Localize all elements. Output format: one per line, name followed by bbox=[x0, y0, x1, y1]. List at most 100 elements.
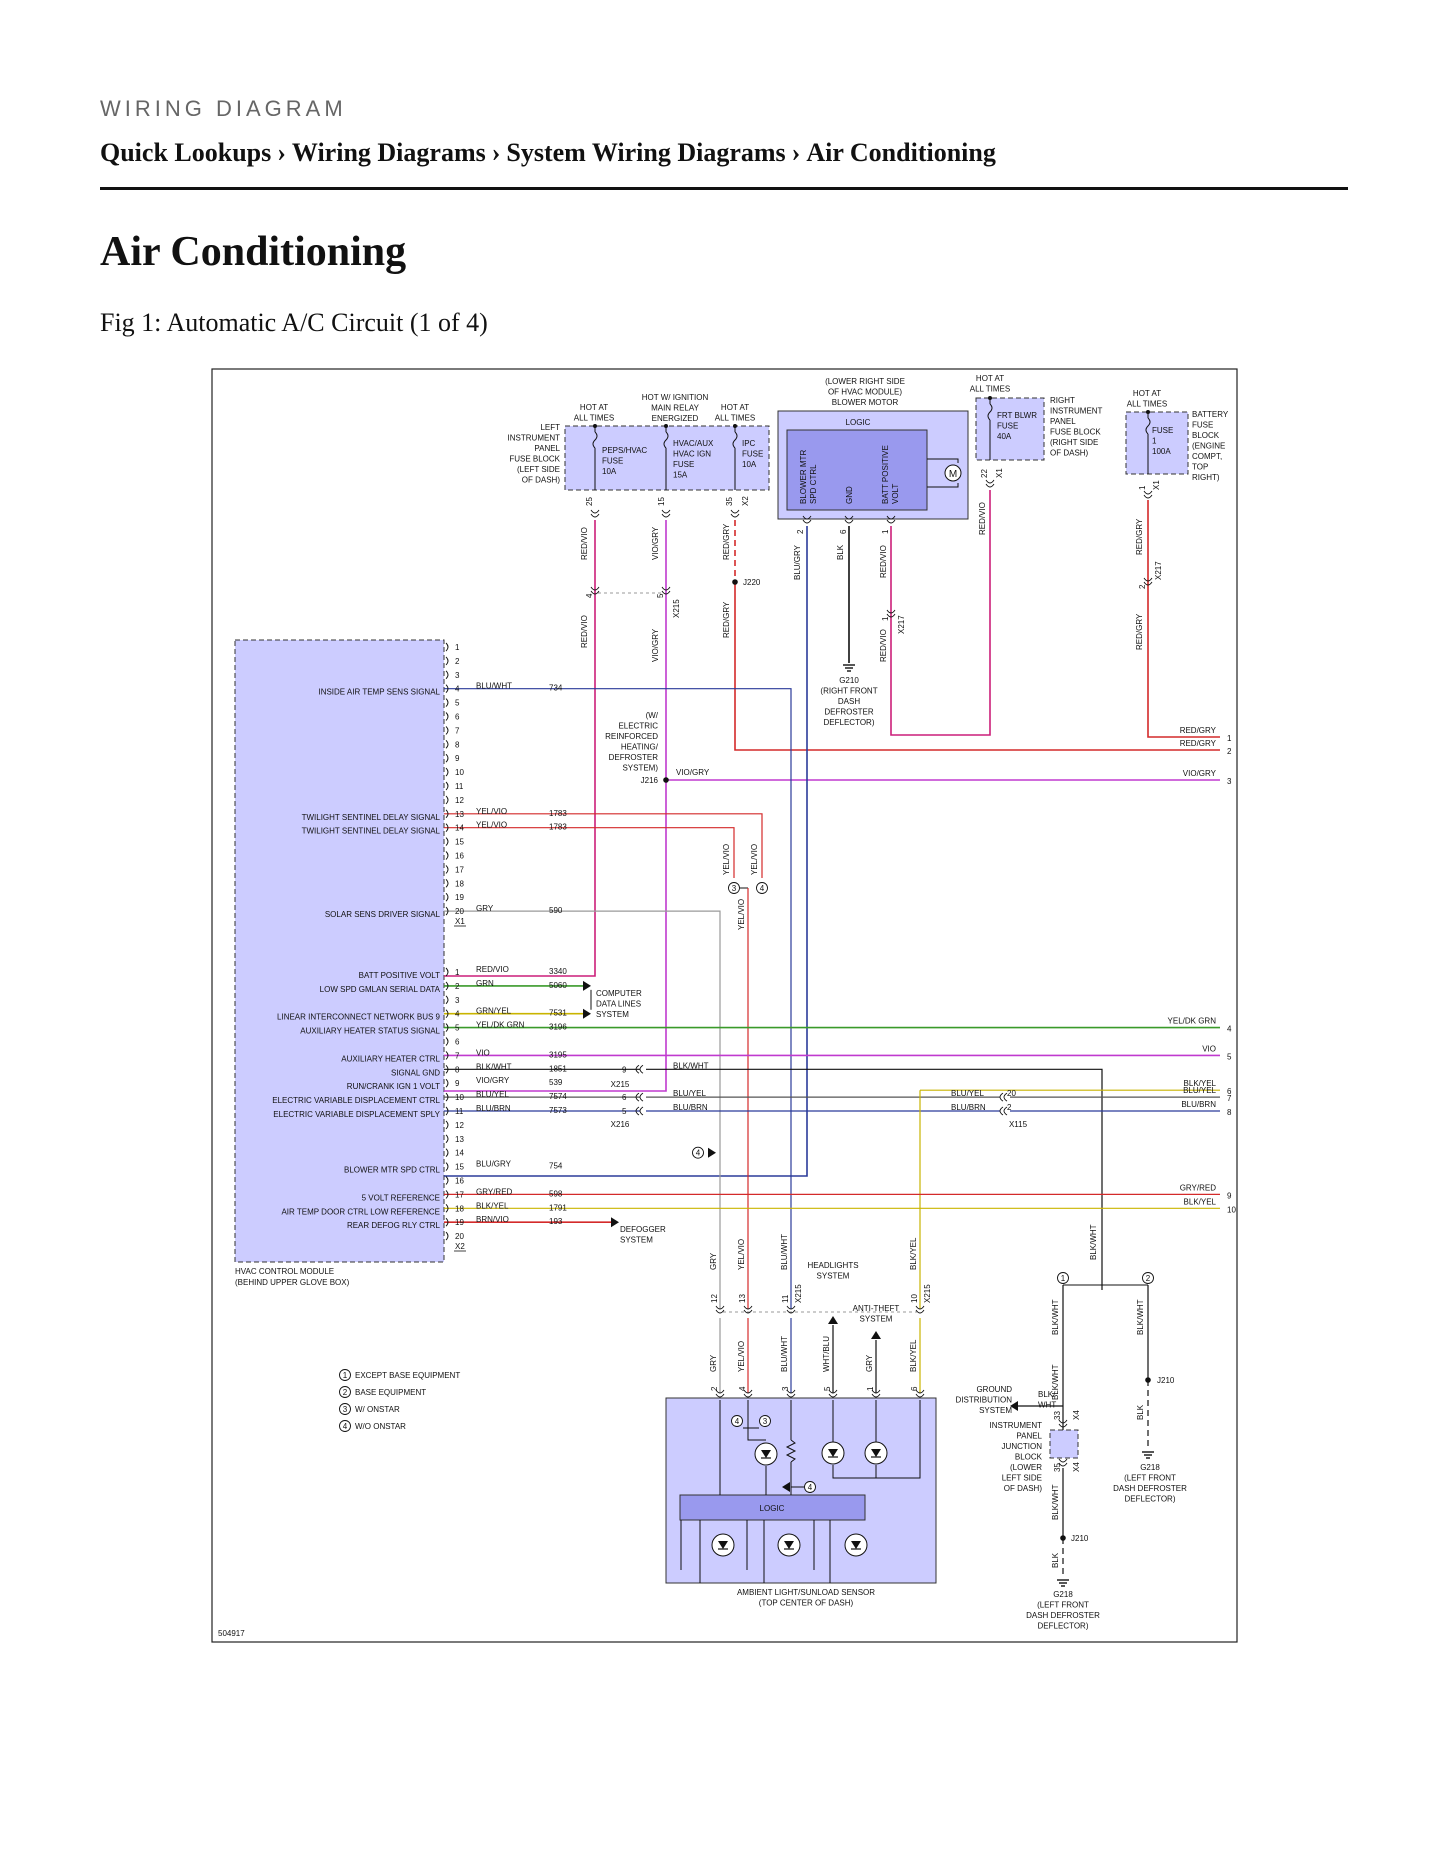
connector-icon bbox=[445, 642, 449, 652]
left-fuse-block-name: OF DASH) bbox=[522, 476, 561, 485]
connector-pin: 1 bbox=[881, 616, 890, 621]
option-marker bbox=[692, 1146, 704, 1159]
sensor-pin: 2 bbox=[710, 1386, 719, 1391]
connector-icon bbox=[445, 1176, 449, 1185]
hvac-x1-pin-number: 7 bbox=[455, 726, 460, 735]
splice-label-j210: J210 bbox=[1157, 1376, 1175, 1385]
hvac-x2-pin-number: 3 bbox=[455, 996, 460, 1005]
connector-icon bbox=[844, 519, 854, 524]
connector-icon bbox=[999, 1106, 1004, 1116]
connector-icon bbox=[445, 656, 449, 666]
connector-icon bbox=[445, 1203, 449, 1213]
wire-color-label: VIO/GRY bbox=[676, 768, 710, 777]
wire-red-gry bbox=[734, 582, 1220, 751]
connector-icon bbox=[715, 1389, 725, 1394]
hvac-x1-pin-number: 13 bbox=[455, 810, 464, 819]
connector-icon bbox=[445, 851, 449, 860]
connector-icon bbox=[802, 519, 812, 524]
option-marker bbox=[759, 1415, 771, 1427]
connector-icon bbox=[715, 1305, 725, 1310]
peps-hvac-fuse-label: 10A bbox=[602, 467, 617, 476]
right-fuse-connector: X1 bbox=[995, 468, 1004, 478]
hvac-x2-wire-color: GRY/RED bbox=[476, 1187, 513, 1196]
wire-color-label: BLU/GRY bbox=[793, 544, 802, 580]
wire-gry bbox=[444, 910, 721, 1309]
fuse-terminal bbox=[988, 396, 992, 400]
wire-color-label: BLU/BRN bbox=[951, 1103, 986, 1112]
blower-motor-title: BLOWER MOTOR bbox=[832, 398, 899, 407]
right-fuse-pin: 22 bbox=[980, 469, 989, 478]
hvac-x2-wire-color: BLU/YEL bbox=[476, 1090, 509, 1099]
ground-g218-label: DEFLECTOR) bbox=[1038, 1622, 1089, 1631]
hvac-x2-wire-color: RED/VIO bbox=[476, 965, 509, 974]
hvac-x1-signal-name: INSIDE AIR TEMP SENS SIGNAL bbox=[318, 688, 440, 697]
legend-marker bbox=[339, 1403, 351, 1415]
connector-label-x215: X215 bbox=[794, 1284, 803, 1303]
connector-icon bbox=[445, 684, 449, 694]
connector-icon bbox=[786, 1389, 796, 1394]
wire-color-label: BLK bbox=[1136, 1404, 1145, 1420]
right-edge-wire-color: RED/GRY bbox=[1180, 726, 1217, 735]
left-fuse-block-name: PANEL bbox=[534, 444, 560, 453]
right-fuse-block-name: FUSE BLOCK bbox=[1050, 428, 1101, 437]
wire-color-label: RED/VIO bbox=[978, 502, 987, 535]
fuse-terminal bbox=[733, 424, 737, 428]
wire-color-label: BLU/YEL bbox=[673, 1089, 706, 1098]
connector-label-x4: X4 bbox=[1072, 1462, 1081, 1472]
connector-icon bbox=[639, 1064, 644, 1074]
hvac-x2-pin-number: 11 bbox=[455, 1107, 464, 1116]
wire-color-label: BLK/YEL bbox=[909, 1339, 918, 1372]
wire-color-label: RED/GRY bbox=[722, 601, 731, 638]
connector-icon bbox=[730, 509, 740, 514]
breadcrumb-item-wiring-diagrams[interactable]: Wiring Diagrams bbox=[291, 138, 486, 167]
connector-icon bbox=[1058, 1458, 1068, 1463]
right-edge-pin: 2 bbox=[1227, 747, 1232, 756]
connector-pin: 12 bbox=[710, 1294, 719, 1303]
hvac-x2-pin-number: 1 bbox=[455, 968, 460, 977]
hvac-x1-pin-number: 9 bbox=[455, 754, 460, 763]
left-instrument-panel-fuse-block bbox=[564, 425, 770, 491]
ground-g218-label: DASH DEFROSTER bbox=[1113, 1484, 1187, 1493]
connector-icon bbox=[915, 1305, 925, 1310]
wire-blu-gry bbox=[444, 526, 808, 1177]
legend-text: W/ ONSTAR bbox=[355, 1405, 400, 1414]
connector-label-x215: X215 bbox=[672, 599, 681, 618]
battery-fuse-block-name: RIGHT) bbox=[1192, 473, 1220, 482]
wire-color-label: VIO/GRY bbox=[651, 526, 660, 560]
hvac-x2-pin-number: 6 bbox=[455, 1038, 460, 1047]
option-marker bbox=[1057, 1272, 1069, 1284]
breadcrumb-item-system-wiring-diagrams[interactable]: System Wiring Diagrams bbox=[506, 138, 786, 167]
connector-icon bbox=[915, 1309, 925, 1314]
left-fuse-connector: X2 bbox=[741, 496, 750, 506]
hvac-x1-pin-number: 8 bbox=[455, 740, 460, 749]
connector-icon bbox=[639, 1106, 644, 1116]
battery-fuse-label: 100A bbox=[1152, 447, 1171, 456]
hvac-x2-circuit-number: 1791 bbox=[549, 1203, 567, 1212]
connector-pin: 13 bbox=[738, 1294, 747, 1303]
connector-icon bbox=[445, 781, 449, 791]
arrow-right-icon bbox=[583, 1008, 591, 1019]
breadcrumb: Quick Lookups›Wiring Diagrams›System Wir… bbox=[100, 138, 996, 168]
connector-icon bbox=[985, 479, 995, 484]
hvac-aux-fuse-label: FUSE bbox=[673, 460, 694, 469]
hvac-x1-pin-number: 19 bbox=[455, 893, 464, 902]
hvac-x2-signal-name: AUXILIARY HEATER CTRL bbox=[341, 1054, 440, 1063]
connector-icon bbox=[999, 1092, 1004, 1102]
breadcrumb-item-quick-lookups[interactable]: Quick Lookups bbox=[100, 138, 272, 167]
splice-j216 bbox=[663, 777, 669, 783]
blower-pin: 6 bbox=[839, 529, 848, 534]
photodiode-icon bbox=[761, 1450, 771, 1458]
fuse-icon bbox=[732, 431, 738, 449]
hvac-x1-pin-number: 6 bbox=[455, 713, 460, 722]
frt-blwr-fuse-label: FRT BLWR bbox=[997, 411, 1037, 420]
connector-icon bbox=[828, 1393, 838, 1398]
breadcrumb-item-air-conditioning[interactable]: Air Conditioning bbox=[806, 138, 996, 167]
legend-marker bbox=[339, 1420, 351, 1432]
connector-icon bbox=[886, 519, 896, 524]
hvac-x1-wire-color: YEL/VIO bbox=[476, 807, 507, 816]
right-fuse-block-name: RIGHT bbox=[1050, 396, 1075, 405]
connector-icon bbox=[661, 590, 671, 595]
option-marker-number: 4 bbox=[808, 1483, 813, 1492]
connector-icon bbox=[445, 1009, 449, 1019]
